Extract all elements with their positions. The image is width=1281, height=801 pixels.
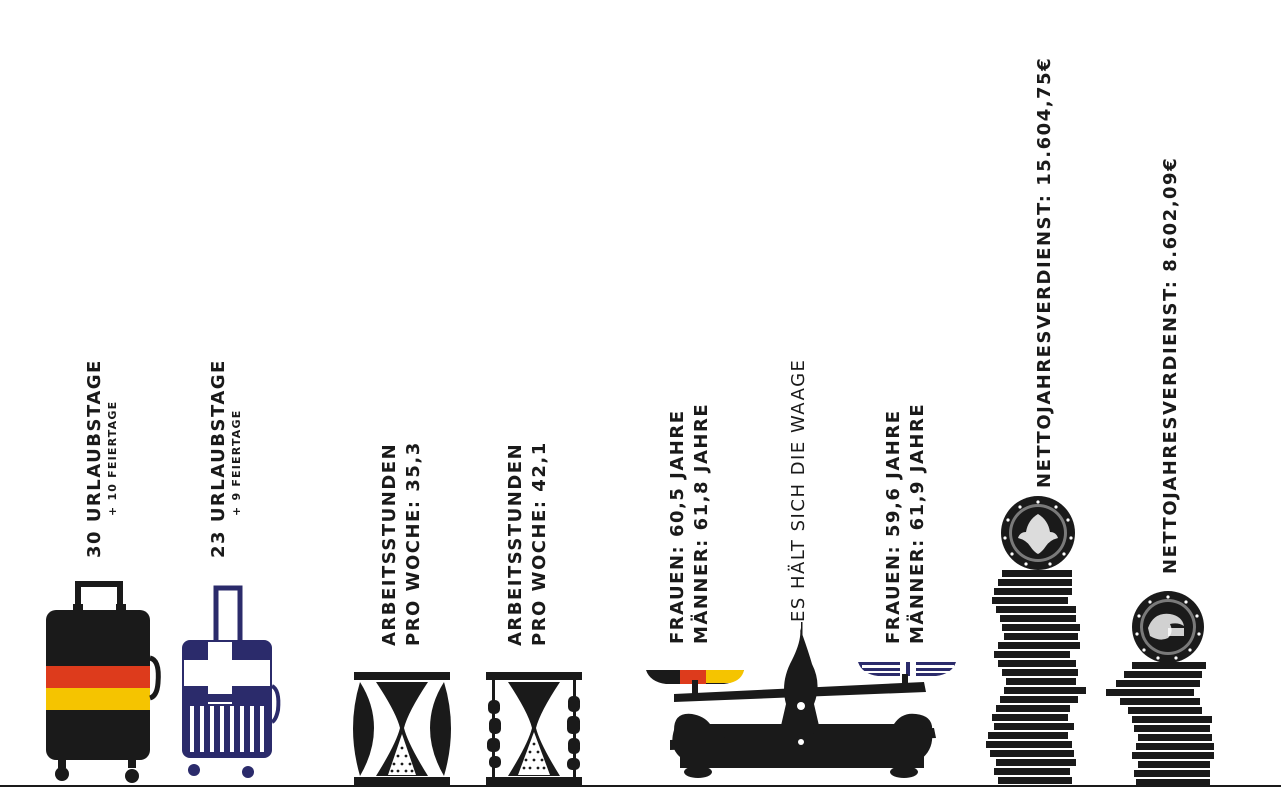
greece-suitcase-icon — [182, 585, 281, 778]
greece-vacation-holidays: + 9 FEIERTAGE — [230, 409, 243, 516]
greece-work-hours-label: ARBEITSSTUNDEN PRO WOCHE: 42,1 — [504, 441, 552, 646]
hourglass-icon — [486, 672, 582, 785]
scale-pointer-line — [801, 622, 803, 662]
germany-suitcase-icon — [46, 581, 161, 783]
ground-line — [0, 785, 1281, 787]
germany-work-hours-label: ARBEITSSTUNDEN PRO WOCHE: 35,3 — [378, 441, 426, 646]
hourglass-icon — [353, 672, 451, 785]
germany-income-label: NETTOJAHRESVERDIENST: 15.604,75€ — [1034, 57, 1056, 488]
greece-vacation-label: 23 URLAUBSTAGE + 9 FEIERTAGE — [208, 359, 243, 558]
germany-vacation-holidays: + 10 FEIERTAGE — [106, 400, 119, 516]
greece-work-hours-line1: ARBEITSSTUNDEN — [505, 442, 526, 646]
greece-income-label: NETTOJAHRESVERDIENST: 8.602,09€ — [1160, 157, 1182, 574]
germany-income-value: NETTOJAHRESVERDIENST: 15.604,75€ — [1034, 56, 1055, 488]
greece-work-hours-line2: PRO WOCHE: 42,1 — [529, 441, 550, 646]
germany-retirement-label: FRAUEN: 60,5 JAHRE MÄNNER: 61,8 JAHRE — [666, 403, 714, 644]
euro-coin-stack-icon — [986, 496, 1086, 784]
germany-retirement-men: MÄNNER: 61,8 JAHRE — [691, 402, 712, 644]
germany-work-hours-line1: ARBEITSSTUNDEN — [379, 442, 400, 646]
germany-work-hours-line2: PRO WOCHE: 35,3 — [403, 441, 424, 646]
greece-income-value: NETTOJAHRESVERDIENST: 8.602,09€ — [1160, 156, 1181, 574]
balance-note: ES HÄLT SICH DIE WAAGE — [788, 358, 809, 622]
germany-vacation-days: 30 URLAUBSTAGE — [84, 359, 105, 558]
euro-coin-stack-icon — [1106, 591, 1214, 786]
greece-vacation-days: 23 URLAUBSTAGE — [208, 359, 229, 558]
balance-scale-icon — [646, 628, 956, 778]
germany-retirement-women: FRAUEN: 60,5 JAHRE — [667, 409, 688, 644]
greece-retirement-women: FRAUEN: 59,6 JAHRE — [883, 409, 904, 644]
greece-retirement-men: MÄNNER: 61,9 JAHRE — [907, 402, 928, 644]
germany-vacation-label: 30 URLAUBSTAGE + 10 FEIERTAGE — [84, 359, 119, 558]
greece-retirement-label: FRAUEN: 59,6 JAHRE MÄNNER: 61,9 JAHRE — [882, 403, 930, 644]
